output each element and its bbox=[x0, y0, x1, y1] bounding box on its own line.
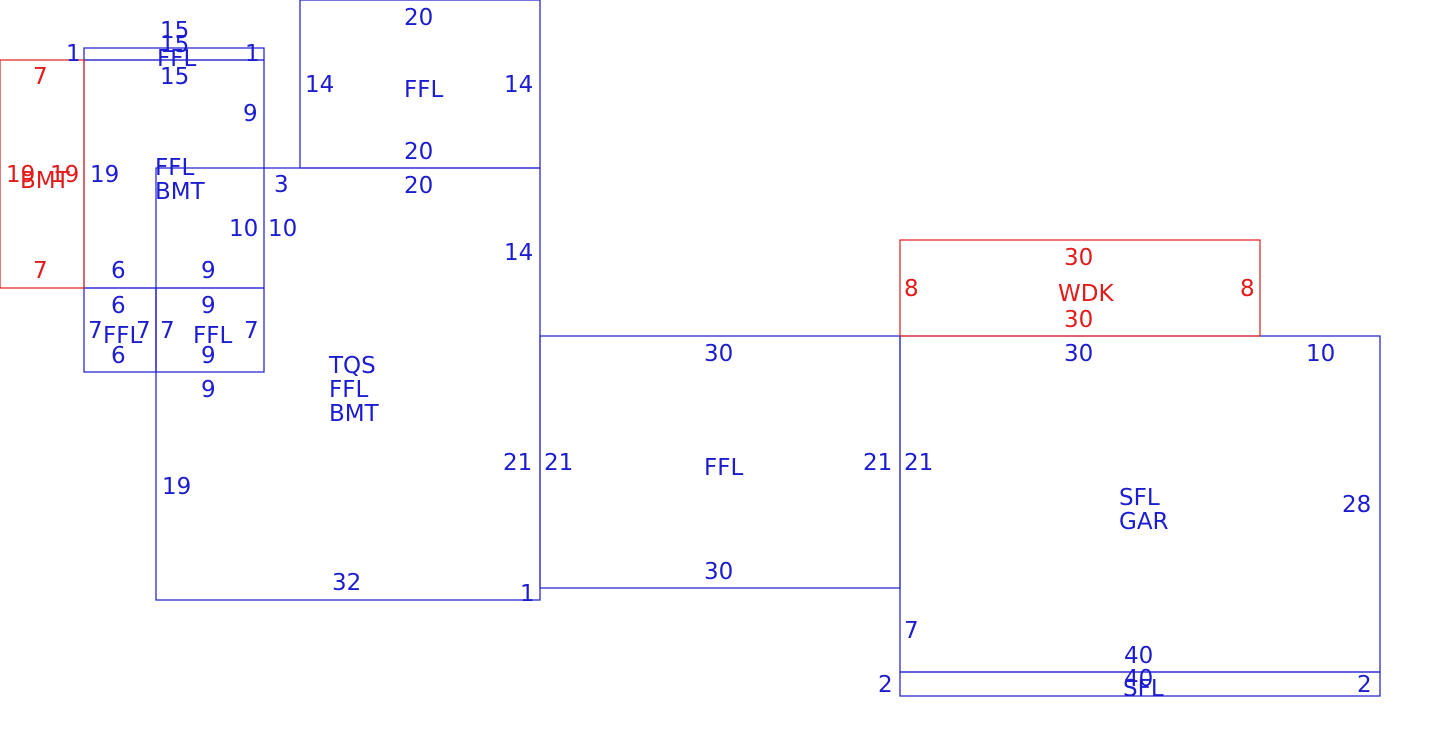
area-code: SFL bbox=[1119, 485, 1160, 511]
dimension-label: 20 bbox=[404, 139, 433, 165]
area-ffl-small-a: FFL 6 7 7 6 bbox=[88, 293, 151, 369]
dimension-label: 40 bbox=[1124, 666, 1153, 692]
area-ffl-strip: FFL 15 15 1 1 bbox=[66, 18, 260, 72]
dimension-label: 7 bbox=[904, 618, 919, 644]
dimension-label: 19 bbox=[162, 474, 191, 500]
area-code: BMT bbox=[329, 401, 380, 427]
dimension-label: 19 bbox=[6, 162, 35, 188]
area-wdk-outline bbox=[899, 239, 1261, 337]
area-code: BMT bbox=[155, 179, 206, 205]
area-code: FFL bbox=[155, 155, 194, 181]
area-ffl-mid: FFL 30 21 21 30 bbox=[544, 341, 892, 585]
area-sfl-strip-outline bbox=[899, 671, 1381, 697]
dimension-label: 19 bbox=[90, 162, 119, 188]
dimension-label: 19 bbox=[50, 162, 79, 188]
dimension-label: 1 bbox=[245, 41, 260, 67]
dimension-label: 21 bbox=[863, 450, 892, 476]
area-code: WDK bbox=[1058, 281, 1114, 307]
area-code: FFL bbox=[103, 323, 142, 349]
area-code: TQS bbox=[328, 353, 376, 379]
dimension-label: 7 bbox=[88, 318, 103, 344]
dimension-label: 1 bbox=[520, 581, 535, 607]
area-bmt-red-outline bbox=[0, 59, 85, 289]
area-ffl-top: FFL 20 14 14 20 bbox=[305, 5, 533, 165]
dimension-label: 32 bbox=[332, 570, 361, 596]
dimension-label: 30 bbox=[1064, 245, 1093, 271]
dimension-label: 9 bbox=[201, 377, 216, 403]
area-sfl-strip: SFL 40 2 2 bbox=[878, 666, 1372, 702]
area-code: FFL bbox=[704, 455, 743, 481]
dimension-label: 20 bbox=[404, 5, 433, 31]
dimension-label: 15 bbox=[160, 32, 189, 58]
dimension-label: 9 bbox=[243, 101, 258, 127]
dimension-label: 10 bbox=[268, 216, 297, 242]
dimension-label: 30 bbox=[1064, 341, 1093, 367]
dimension-label: 7 bbox=[33, 258, 48, 284]
dimension-label: 6 bbox=[111, 293, 126, 319]
dimension-label: 14 bbox=[504, 72, 533, 98]
dimension-label: 28 bbox=[1342, 492, 1371, 518]
area-code: SFL bbox=[1123, 676, 1164, 702]
area-bmt-red: BMT 7 19 19 7 bbox=[6, 64, 79, 284]
dimension-label: 30 bbox=[1064, 307, 1093, 333]
dimension-label: 8 bbox=[1240, 276, 1255, 302]
dimension-label: 20 bbox=[404, 173, 433, 199]
area-ffl-small-b: FFL 9 7 7 9 bbox=[160, 293, 259, 369]
dimension-label: 30 bbox=[704, 559, 733, 585]
dimension-label: 9 bbox=[201, 258, 216, 284]
dimension-label: 7 bbox=[160, 318, 175, 344]
dimension-label: 14 bbox=[305, 72, 334, 98]
dimension-label: 1 bbox=[66, 41, 81, 67]
dimension-label: 15 bbox=[160, 64, 189, 90]
dimension-label: 2 bbox=[1357, 672, 1372, 698]
dimension-label: 40 bbox=[1124, 643, 1153, 669]
area-code: FFL bbox=[329, 377, 368, 403]
area-sfl-gar: SFL GAR 30 10 21 28 7 40 bbox=[904, 341, 1371, 669]
area-code: FFL bbox=[157, 46, 196, 72]
dimension-label: 21 bbox=[544, 450, 573, 476]
area-code: FFL bbox=[404, 77, 443, 103]
dimension-label: 21 bbox=[904, 450, 933, 476]
dimension-label: 30 bbox=[704, 341, 733, 367]
area-code: FFL bbox=[193, 323, 232, 349]
area-code: BMT bbox=[20, 168, 71, 194]
dimension-label: 7 bbox=[244, 318, 259, 344]
area-ffl-bmt: FFL BMT 15 19 9 10 6 9 bbox=[90, 64, 258, 284]
dimension-label: 7 bbox=[33, 64, 48, 90]
dimension-label: 7 bbox=[136, 318, 151, 344]
dimension-label: 3 bbox=[274, 172, 289, 198]
area-tqs: TQS FFL BMT 20 3 10 14 9 19 21 32 1 bbox=[162, 172, 535, 607]
dimension-label: 6 bbox=[111, 343, 126, 369]
dimension-label: 2 bbox=[878, 672, 893, 698]
area-code: GAR bbox=[1119, 509, 1169, 535]
area-wdk: WDK 30 8 8 30 bbox=[904, 245, 1255, 333]
dimension-label: 9 bbox=[201, 343, 216, 369]
dimension-label: 10 bbox=[229, 216, 258, 242]
dimension-label: 21 bbox=[503, 450, 532, 476]
dimension-label: 15 bbox=[160, 18, 189, 44]
dimension-label: 10 bbox=[1306, 341, 1335, 367]
dimension-label: 6 bbox=[111, 258, 126, 284]
dimension-label: 9 bbox=[201, 293, 216, 319]
dimension-label: 8 bbox=[904, 276, 919, 302]
dimension-label: 14 bbox=[504, 240, 533, 266]
